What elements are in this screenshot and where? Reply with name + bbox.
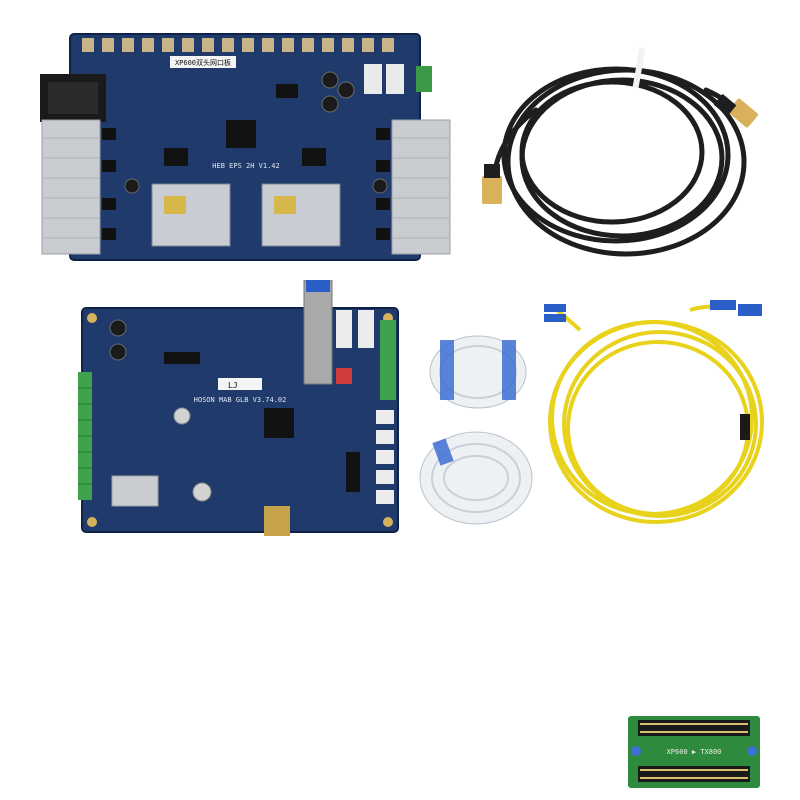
head-board: XP600双头网口板 HEB EPS 2H V1.42 (40, 28, 452, 264)
main-board-silk: HOSON MAB GLB V3.74.02 (194, 396, 287, 404)
adapter-board-silk: XP600 ▶ TX800 (667, 748, 722, 756)
main-board-sticker: LJ (228, 381, 238, 390)
adapter-board: XP600 ▶ TX800 (624, 714, 764, 790)
main-board: LJ HOSON MAB GLB V3.74.02 (78, 279, 402, 540)
fiber-optic-cable (540, 290, 772, 534)
head-board-sticker: XP600双头网口板 (175, 58, 231, 67)
head-board-silk: HEB EPS 2H V1.42 (212, 162, 279, 170)
ffc-ribbon-cables (416, 326, 536, 536)
ethernet-cable (466, 40, 766, 260)
